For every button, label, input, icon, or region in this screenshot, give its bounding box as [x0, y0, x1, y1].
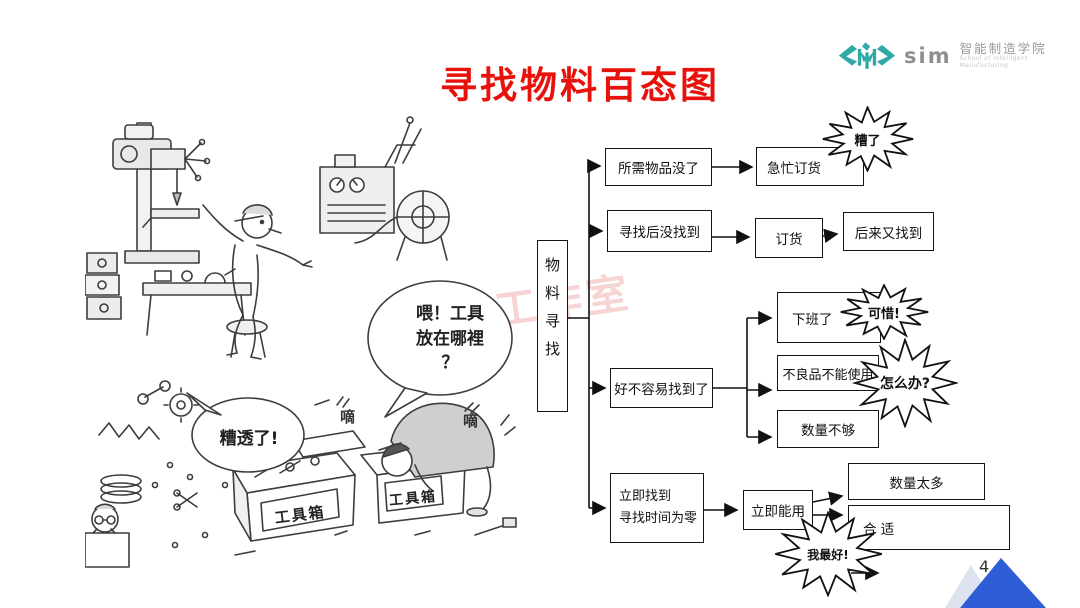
speech-bubble-where-are-tools: 喂！工具 放在哪裡 ？: [416, 304, 484, 374]
page-number: 4: [979, 557, 990, 576]
box-found-immediately: 立即找到 寻找时间为零: [610, 473, 704, 543]
speech-bubble-terrible: 糟透了!: [219, 429, 279, 449]
root-box-material-search: 物料寻找: [537, 240, 568, 412]
school-logo: sim 智能制造学院 School of Intelligent Manufac…: [838, 33, 1073, 79]
logo-tagline: School of Intelligent Manufacturing: [959, 55, 1028, 70]
logo-abbr: sim: [904, 43, 952, 68]
cartoon-illustration: [84, 105, 525, 575]
logo-school-name: 智能制造学院: [959, 40, 1047, 56]
burst-what-a-pity: 可惜!: [838, 284, 930, 340]
box-finally-found: 好不容易找到了: [610, 368, 713, 408]
sound-effect-left: 嘀: [340, 408, 356, 426]
box-order: 订货: [755, 218, 823, 258]
corner-decoration: [945, 558, 1046, 608]
box-defective-unusable: 不良品不能使用: [777, 355, 879, 391]
box-found-later: 后来又找到: [843, 212, 934, 251]
logo-bird-icon: [838, 34, 896, 78]
box-quantity-short: 数量不够: [777, 410, 879, 448]
burst-what-to-do: 怎么办?: [852, 338, 958, 428]
page-title: 寻找物料百态图: [440, 64, 720, 107]
box-search-not-found: 寻找后没找到: [607, 210, 712, 252]
box-quantity-right: 合 适: [848, 505, 1010, 550]
box-hurry-order: 急忙订货: [756, 147, 864, 186]
burst-too-bad: 糟了: [820, 106, 915, 172]
box-quantity-too-much: 数量太多: [848, 463, 985, 500]
box-needed-item-gone: 所需物品没了: [605, 148, 712, 186]
sound-effect-right: 嘀: [463, 412, 479, 430]
burst-best-case: 我最好!: [772, 511, 884, 597]
box-usable-immediately: 立即能用: [743, 490, 813, 530]
